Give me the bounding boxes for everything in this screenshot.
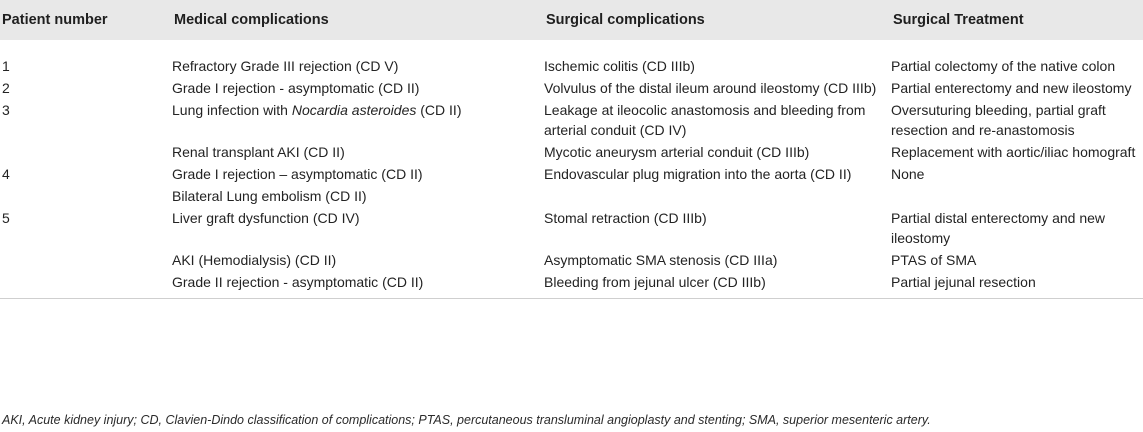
cell-treatment: Partial enterectomy and new ileostomy [891,80,1132,96]
complications-table: Patient number Medical complications Sur… [0,0,1143,299]
cell-medical: Grade I rejection – asymptomatic (CD II) [172,166,423,182]
cell-treatment: None [891,166,925,182]
cell-patient [0,270,172,299]
cell-surgical: Stomal retraction (CD IIIb) [544,210,707,226]
cell-treatment: Replacement with aortic/iliac homograft [891,144,1136,160]
table-row: AKI (Hemodialysis) (CD II) Asymptomatic … [0,248,1143,270]
cell-treatment: Partial jejunal resection [891,270,1143,299]
table-row: 5 Liver graft dysfunction (CD IV) Stomal… [0,206,1143,248]
table-row: Renal transplant AKI (CD II) Mycotic ane… [0,140,1143,162]
cell-medical: Bilateral Lung embolism (CD II) [172,188,367,204]
header-row: Patient number Medical complications Sur… [0,0,1143,40]
header-surgical-complications: Surgical complications [544,0,891,40]
cell-treatment: PTAS of SMA [891,252,977,268]
medical-text-pre: Lung infection with [172,102,292,118]
cell-patient: 2 [2,80,10,96]
cell-treatment: Partial distal enterectomy and new ileos… [891,210,1105,246]
cell-surgical: Mycotic aneurysm arterial conduit (CD II… [544,144,810,160]
cell-surgical: Asymptomatic SMA stenosis (CD IIIa) [544,252,778,268]
table-row: 4 Grade I rejection – asymptomatic (CD I… [0,162,1143,184]
cell-medical: Grade II rejection - asymptomatic (CD II… [172,270,544,299]
header-surgical-treatment: Surgical Treatment [891,0,1143,40]
table-row: 2 Grade I rejection - asymptomatic (CD I… [0,76,1143,98]
cell-patient: 4 [2,166,10,182]
cell-patient [0,184,172,206]
cell-medical: Grade I rejection - asymptomatic (CD II) [172,80,420,96]
table-body: 1 Refractory Grade III rejection (CD V) … [0,40,1143,299]
cell-surgical: Leakage at ileocolic anastomosis and ble… [544,102,866,138]
cell-surgical: Ischemic colitis (CD IIIb) [544,58,695,74]
cell-treatment: Oversuturing bleeding, partial graft res… [891,102,1106,138]
cell-patient [0,140,172,162]
cell-surgical: Endovascular plug migration into the aor… [544,166,852,182]
table-row: 3 Lung infection with Nocardia asteroide… [0,98,1143,140]
table-row: 1 Refractory Grade III rejection (CD V) … [0,40,1143,76]
cell-surgical: Bleeding from jejunal ulcer (CD IIIb) [544,270,891,299]
cell-treatment: Partial colectomy of the native colon [891,58,1116,74]
table-row: Grade II rejection - asymptomatic (CD II… [0,270,1143,299]
cell-medical: Refractory Grade III rejection (CD V) [172,58,399,74]
cell-surgical [544,184,891,206]
cell-patient [0,248,172,270]
cell-medical: Liver graft dysfunction (CD IV) [172,210,360,226]
header-patient-number: Patient number [0,0,172,40]
cell-treatment [891,184,1143,206]
cell-medical: Renal transplant AKI (CD II) [172,144,345,160]
cell-patient: 3 [2,102,10,118]
organism-name: Nocardia asteroides [291,102,417,118]
medical-text-post: (CD II) [416,102,462,118]
table-row: Bilateral Lung embolism (CD II) [0,184,1143,206]
table-footnote: AKI, Acute kidney injury; CD, Clavien-Di… [2,413,931,427]
cell-surgical: Volvulus of the distal ileum around ileo… [544,80,877,96]
header-medical-complications: Medical complications [172,0,544,40]
cell-patient: 5 [2,210,10,226]
cell-patient: 1 [2,58,10,74]
cell-medical: AKI (Hemodialysis) (CD II) [172,252,337,268]
table-header: Patient number Medical complications Sur… [0,0,1143,40]
cell-medical: Lung infection with Nocardia asteroides … [172,98,544,140]
